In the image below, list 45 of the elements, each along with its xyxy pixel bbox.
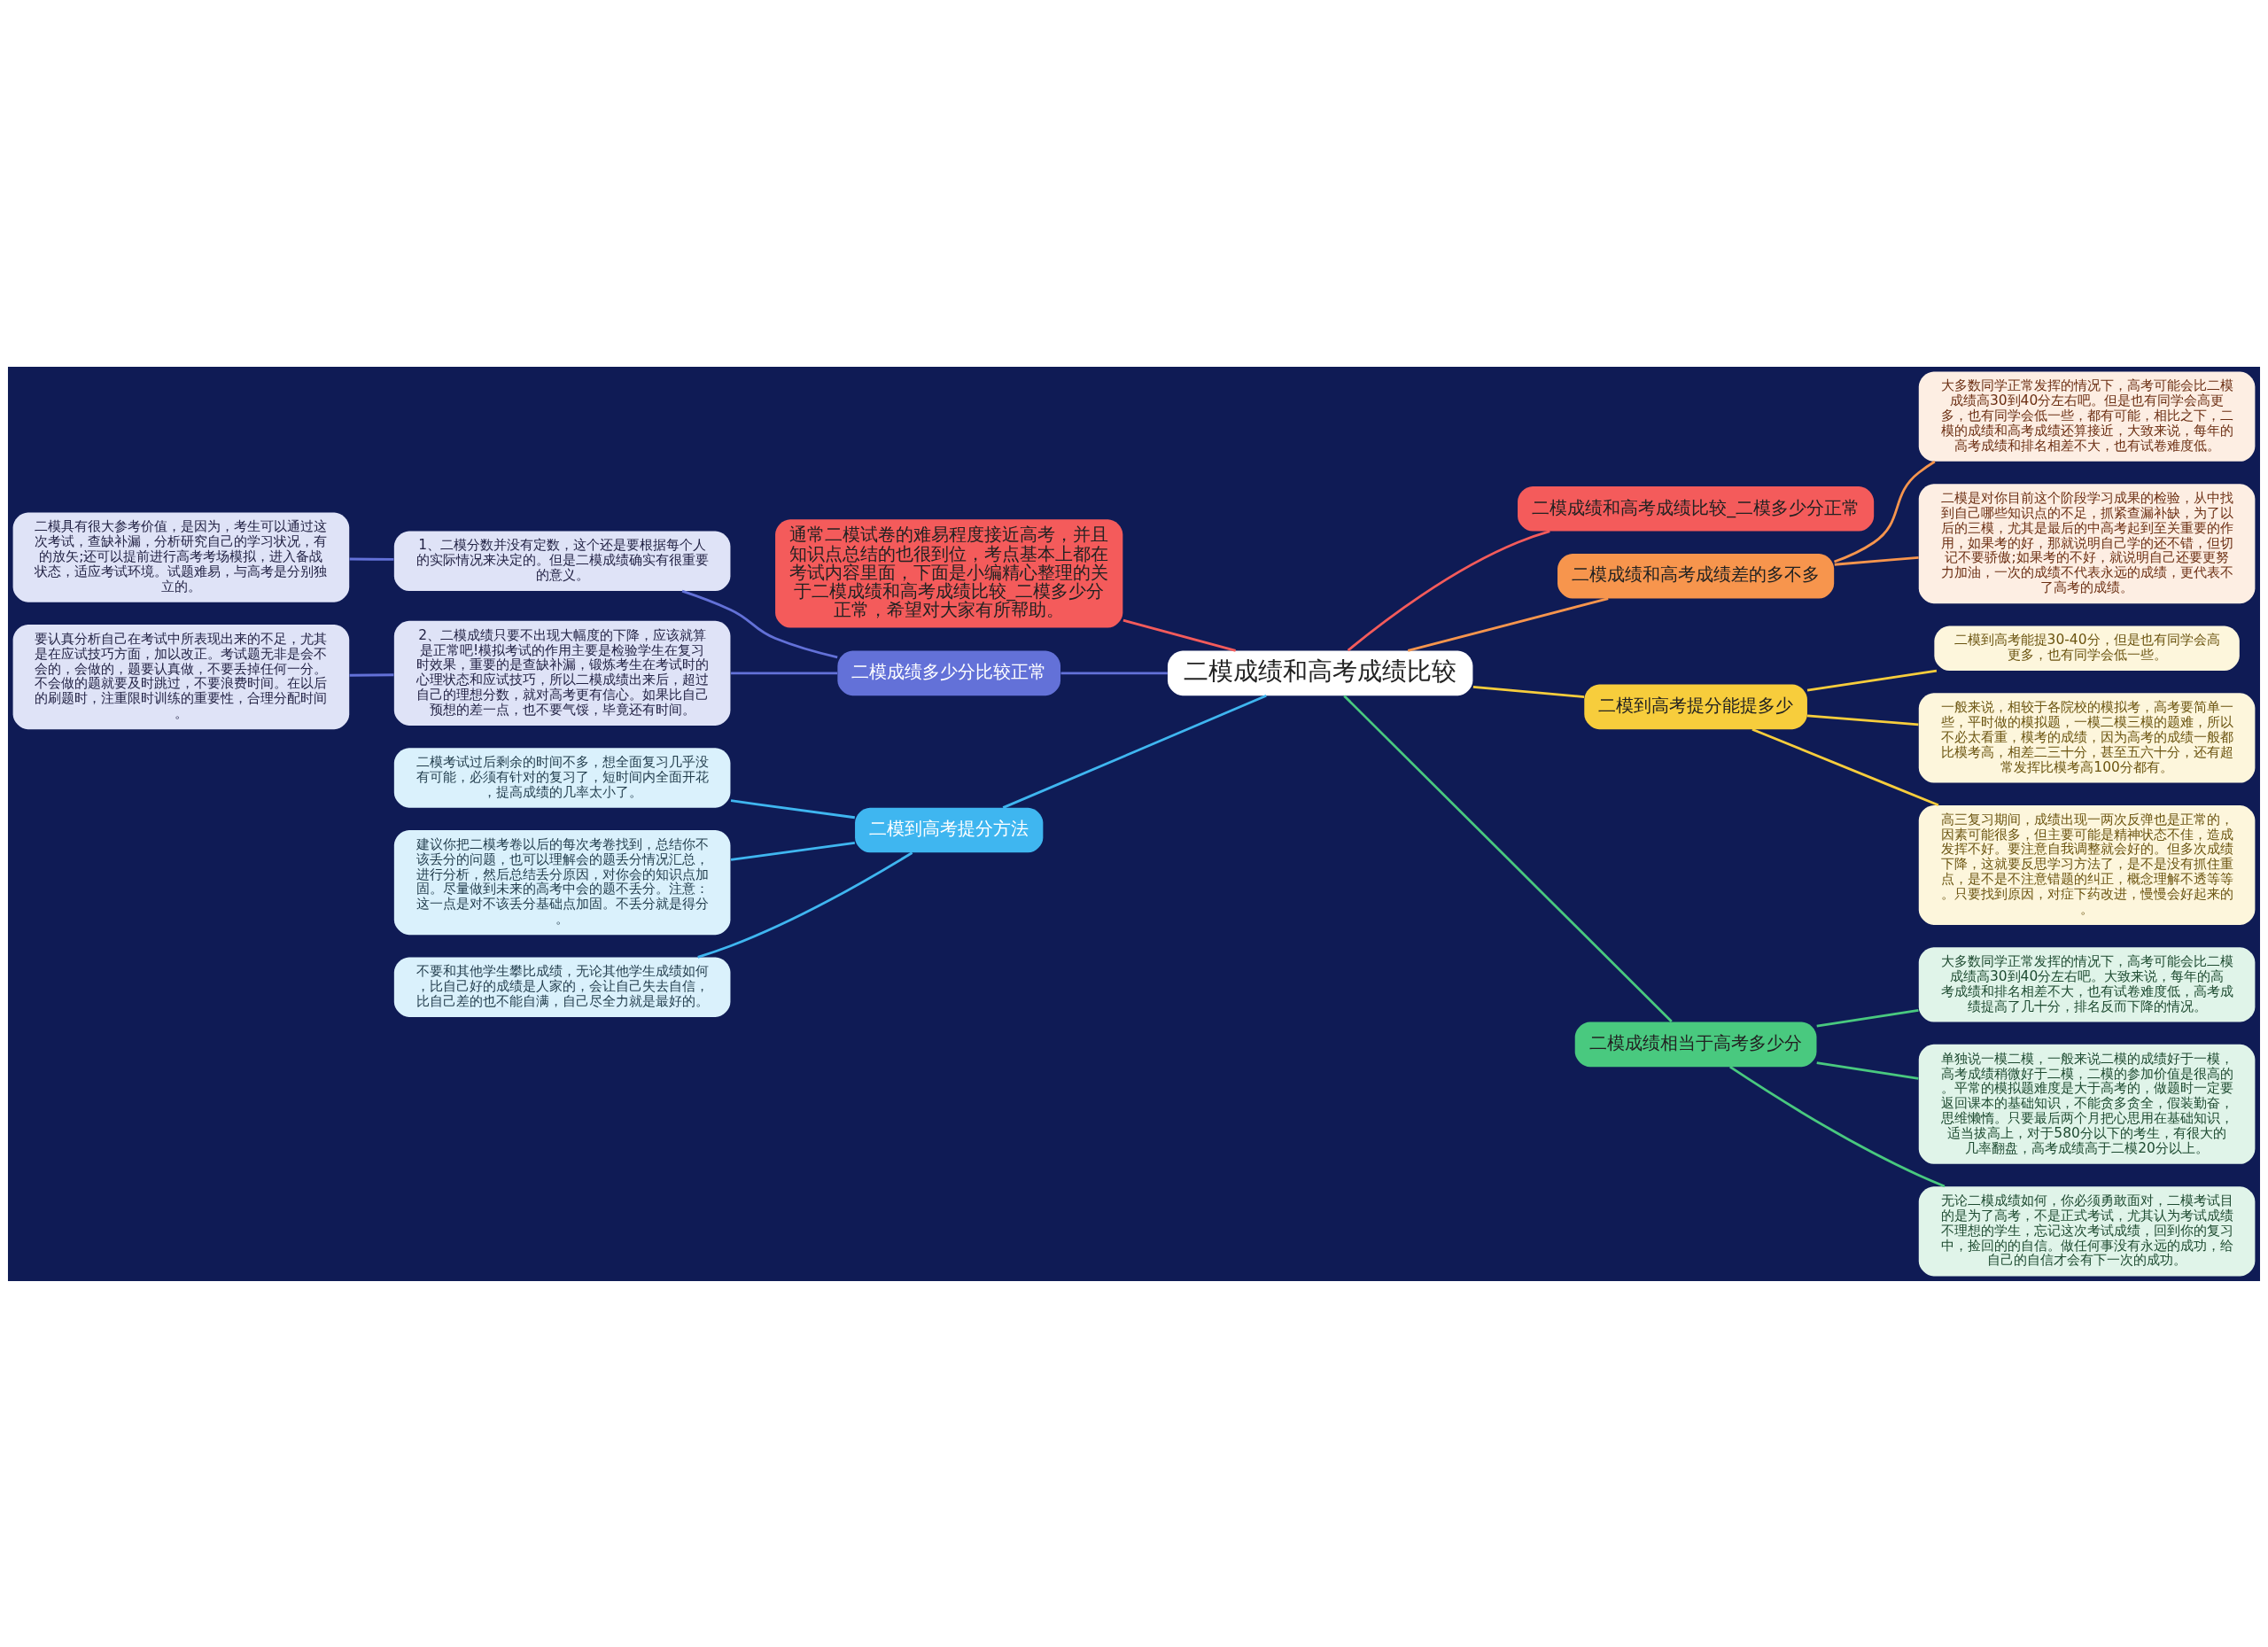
connector (1806, 669, 1938, 691)
connector (1347, 529, 1550, 651)
connector (1122, 618, 1236, 652)
node-box: 高三复习期间，成绩出现一两次反弹也是正常的，因素可能很多，但主要可能是精神状态不佳，造成发挥不好。要注意自我调整就会好的。但多次成绩下降，这就要反思学习方法了，是不是没有抓住重点，是不是不注意错题的纠正，概念理解不透等等。只要找到原因，对症下药改进，慢慢会好起来的。 (1918, 804, 2256, 925)
connector (349, 557, 394, 561)
node-box: 建议你把二模考卷以后的每次考卷找到，总结你不该丢分的问题，也可以理解会的题丢分情况汇总，进行分析，然后总结丢分原因，对你会的知识点加固。尽量做到未来的高考中会的题不丢分。注意：这一点是对不该丢分基础点加固。不丢分就是得分。 (393, 829, 731, 935)
node-box: 一般来说，相较于各院校的模拟考，高考要简单一些，平时做的模拟题，一模二模三模的题难，所以不必太看重，模考的成绩，因为高考的成绩一般都比模考高，相差二三十分，甚至五六十分，还有超常发挥比模考高100分都有。 (1918, 692, 2256, 783)
node-box: 二模成绩和高考成绩比较 (1167, 650, 1473, 695)
connector (1343, 694, 1673, 1022)
connector (697, 851, 913, 959)
node-box: 二模成绩多少分比较正常 (837, 650, 1061, 695)
connector (681, 589, 838, 658)
node-box: 二模具有很大参考价值，是因为，考生可以通过这次考试，查缺补漏，分析研究自己的学习状况，有的放矢;还可以提前进行高考考场模拟，进入备战状态，适应考试环境。试题难易，与高考是分别独立的。 (12, 512, 350, 602)
node-box: 无论二模成绩如何，你必须勇敢面对，二模考试目的是为了高考，不是正式考试，尤其认为考试成绩不理想的学生，忘记这次考试成绩，回到你的复习中，捡回的的自信。做任何事没有永远的成功，给自己的自信才会有下一次的成功。 (1918, 1185, 2256, 1276)
node-box: 不要和其他学生攀比成绩，无论其他学生成绩如何，比自己好的成绩是人家的，会让自己失去自信，比自己差的也不能自满，自己尽全力就是最好的。 (393, 956, 731, 1017)
node-box: 单独说一模二模，一般来说二模的成绩好于一模，高考成绩稍微好于二模，二模的参加价值是很高的。平常的模拟题难度是大于高考的，做题时一定要返回课本的基础知识，不能贪多贪全，假装勤奋，思维懒惰。只要最后两个月把心思用在基础知识，适当拔高上，对于580分以下的考生，有很大的几率翻盘，高考成绩高于二模20分以上。 (1918, 1044, 2256, 1164)
connector (1816, 1008, 1919, 1027)
connector (1728, 1065, 1946, 1187)
node-box: 二模到高考能提30-40分，但是也有同学会高更多，也有同学会低一些。 (1934, 625, 2240, 671)
node-box: 二模到高考提分方法 (855, 807, 1044, 852)
node-box: 2、二模成绩只要不出现大幅度的下降，应该就算是正常吧!模拟考试的作用主要是检验学生在复习时效果，重要的是查缺补漏，锻炼考生在考试时的心理状态和应试技巧，所以二模成绩出来后，超过自己的理想分数，就对高考更有信心。如果比自己预想的差一点，也不要气馁，毕竟还有时间。 (393, 620, 731, 726)
node-box: 二模成绩和高考成绩差的多不多 (1557, 553, 1835, 598)
connector (1834, 555, 1919, 566)
node-box: 通常二模试卷的难易程度接近高考，并且知识点总结的也很到位，考点基本上都在考试内容里面，下面是小编精心整理的关于二模成绩和高考成绩比较_二模多少分正常，希望对大家有所帮助。 (775, 518, 1123, 628)
connector (1751, 727, 1939, 806)
connector (1472, 685, 1585, 698)
connector (349, 672, 394, 677)
node-box: 大多数同学正常发挥的情况下，高考可能会比二模成绩高30到40分左右吧。但是也有同学会高更多，也有同学会低一些，都有可能，相比之下，二模的成绩和高考成绩还算接近，大致来说，每年的高考成绩和排名相差不大，也有试卷难度低。 (1918, 371, 2256, 462)
connector (1816, 1060, 1919, 1080)
node-box: 二模到高考提分能提多少 (1584, 684, 1807, 729)
node-box: 大多数同学正常发挥的情况下，高考可能会比二模成绩高30到40分左右吧。大致来说，每年的高考成绩和排名相差不大，也有试卷难度低，高考成绩提高了几十分，排名反而下降的情况。 (1918, 946, 2256, 1022)
connector (1060, 671, 1168, 674)
connector (730, 798, 856, 819)
connector (1806, 713, 1919, 726)
connector (731, 671, 838, 674)
connector (730, 841, 856, 861)
connector (1002, 694, 1267, 809)
connector (1834, 460, 1936, 563)
node-box: 二模成绩相当于高考多少分 (1574, 1022, 1817, 1067)
node-box: 要认真分析自己在考试中所表现出来的不足，尤其是在应试技巧方面，加以改正。考试题无非是会不会的，会做的，题要认真做，不要丢掉任何一分。不会做的题就要及时跳过，不要浪费时间。在以后的刷题时，注重限时训练的重要性，合理分配时间。 (12, 624, 350, 729)
node-box: 1、二模分数并没有定数，这个还是要根据每个人的实际情况来决定的。但是二模成绩确实有很重要的意义。 (393, 531, 731, 591)
node-box: 二模考试过后剩余的时间不多，想全面复习几乎没有可能，必须有针对的复习了，短时间内全面开花，提高成绩的几率太小了。 (393, 747, 731, 808)
connector (1407, 596, 1609, 652)
node-box: 二模是对你目前这个阶段学习成果的检验，从中找到自己哪些知识点的不足，抓紧查漏补缺，为了以后的三模，尤其是最后的中高考起到至关重要的作用，如果考的好，那就说明自己学的还不错，但切记不要骄傲;如果考的不好，就说明自己还要更努力加油，一次的成绩不代表永远的成绩，更代表不了高考的成绩。 (1918, 483, 2256, 603)
node-box: 二模成绩和高考成绩比较_二模多少分正常 (1518, 486, 1875, 532)
